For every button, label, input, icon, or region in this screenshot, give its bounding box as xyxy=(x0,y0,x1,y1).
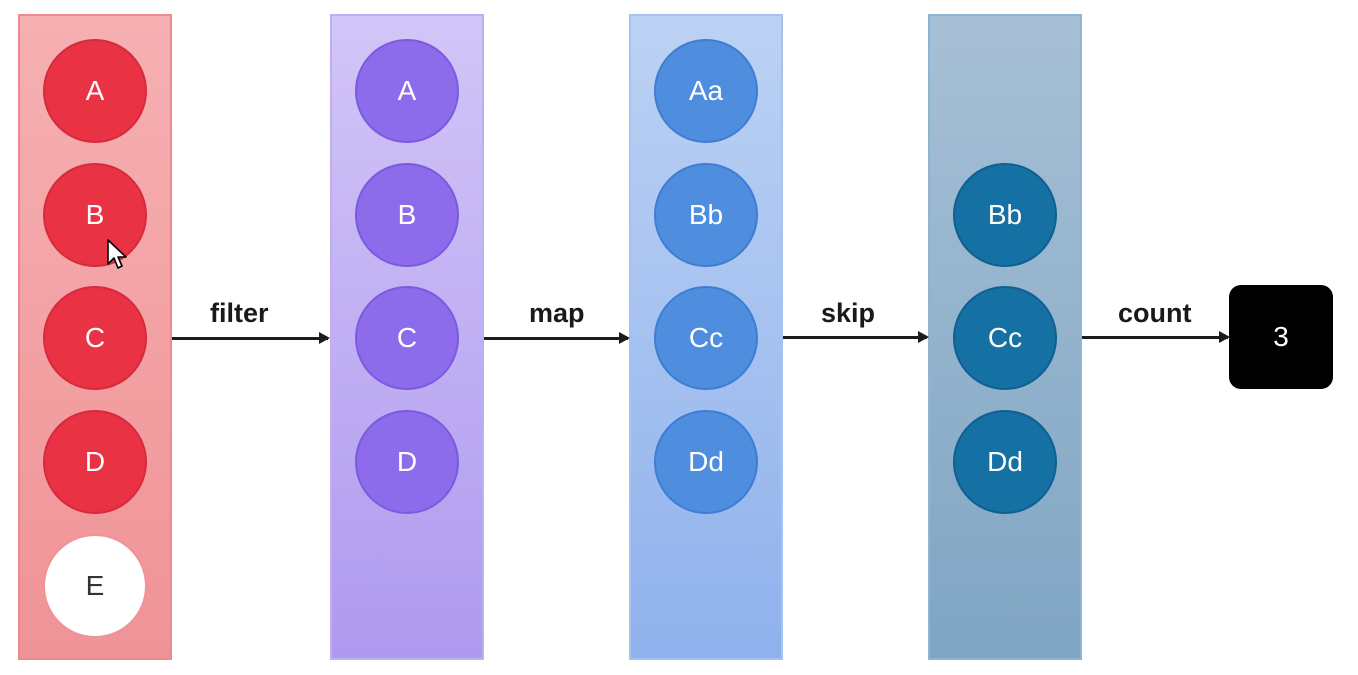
element-circle: A xyxy=(43,39,147,143)
element-circle: Dd xyxy=(654,410,758,514)
element-circle: D xyxy=(43,410,147,514)
element-circle: C xyxy=(43,286,147,390)
element-circle: Bb xyxy=(953,163,1057,267)
skip-label: skip xyxy=(821,298,876,328)
element-circle: Cc xyxy=(953,286,1057,390)
element-circle: B xyxy=(43,163,147,267)
element-circle: Bb xyxy=(654,163,758,267)
element-circle: Aa xyxy=(654,39,758,143)
map-arrow xyxy=(484,332,630,344)
count-label: count xyxy=(1118,298,1192,328)
element-circle: Dd xyxy=(953,410,1057,514)
element-circle: Cc xyxy=(654,286,758,390)
element-circle: D xyxy=(355,410,459,514)
filtered-column: A B C D xyxy=(330,14,484,660)
count-arrow xyxy=(1082,331,1230,343)
skip-arrow xyxy=(783,331,929,343)
skipped-column: Bb Cc Dd xyxy=(928,14,1082,660)
source-column: A B C D E xyxy=(18,14,172,660)
excluded-element-circle: E xyxy=(43,534,147,638)
element-circle: B xyxy=(355,163,459,267)
filter-arrow xyxy=(172,332,330,344)
map-label: map xyxy=(529,298,585,328)
element-circle: C xyxy=(355,286,459,390)
element-circle: A xyxy=(355,39,459,143)
mouse-pointer-icon xyxy=(107,239,127,269)
count-result-box: 3 xyxy=(1229,285,1333,389)
filter-label: filter xyxy=(210,298,269,328)
mapped-column: Aa Bb Cc Dd xyxy=(629,14,783,660)
